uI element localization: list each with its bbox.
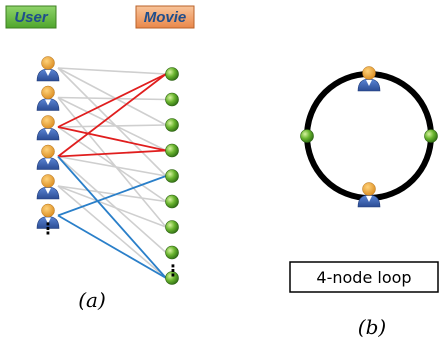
red-edges <box>57 73 167 158</box>
user-node-1 <box>36 85 60 111</box>
user-node-5 <box>36 203 60 229</box>
movie-node-0 <box>165 67 179 81</box>
gray-edge-4 <box>57 96 167 152</box>
movie-node-1 <box>165 92 179 107</box>
movie-node-4 <box>165 169 179 183</box>
user-node-2 <box>36 115 60 141</box>
loop-movie-right <box>424 129 438 143</box>
more-users-ellipsis: ⋮ <box>40 219 56 238</box>
loop-user-top <box>357 66 381 92</box>
user-node-4 <box>36 174 60 200</box>
user-node-0 <box>36 56 60 82</box>
loop-label-box: 4-node loop <box>289 261 439 293</box>
gray-edge-12 <box>57 185 167 279</box>
blue-edge-0 <box>57 155 167 279</box>
red-edge-2 <box>57 73 167 158</box>
loop-user-bottom <box>357 182 381 208</box>
gray-edge-3 <box>57 96 167 101</box>
user-node-3 <box>36 144 60 170</box>
movie-header-label: Movie <box>144 9 187 26</box>
gray-edge-9 <box>57 155 167 254</box>
caption-b: (b) <box>358 315 386 339</box>
movie-node-2 <box>165 118 179 132</box>
gray-edge-0 <box>57 67 167 75</box>
more-movies-ellipsis: ⋮ <box>165 261 181 280</box>
user-nodes <box>36 56 60 229</box>
blue-edges <box>57 155 167 279</box>
movie-node-6 <box>165 220 179 234</box>
red-edge-3 <box>57 149 167 158</box>
gray-edge-7 <box>57 126 167 203</box>
gray-edge-11 <box>57 185 167 228</box>
movie-node-8 <box>165 271 179 285</box>
loop-nodes <box>300 66 438 208</box>
movie-node-5 <box>165 194 179 209</box>
movie-node-7 <box>165 245 179 260</box>
gray-edge-6 <box>57 124 167 128</box>
blue-edge-2 <box>57 214 167 279</box>
gray-edge-2 <box>57 67 167 177</box>
loop-label: 4-node loop <box>316 268 411 287</box>
gray-edge-8 <box>57 155 167 177</box>
user-header-label: User <box>14 9 49 26</box>
caption-a: (a) <box>78 288 106 312</box>
movie-node-3 <box>165 143 179 158</box>
user-header: User <box>5 5 57 29</box>
loop-movie-left <box>300 129 314 143</box>
red-edge-0 <box>57 73 167 128</box>
red-edge-1 <box>57 126 167 152</box>
gray-edge-1 <box>57 67 167 126</box>
gray-edge-10 <box>57 185 167 203</box>
loop-ring <box>304 71 434 201</box>
movie-nodes <box>165 67 179 285</box>
blue-edge-1 <box>57 175 167 217</box>
movie-header: Movie <box>135 5 195 29</box>
